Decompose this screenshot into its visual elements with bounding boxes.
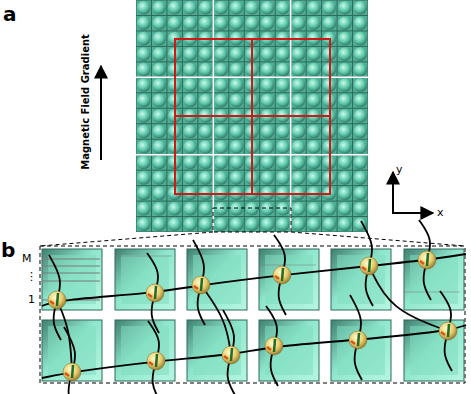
panel-letter: a xyxy=(3,4,17,24)
axis-label: Magnetic Field Gradient xyxy=(81,34,91,170)
zoomed-tiles xyxy=(42,249,464,381)
panel-letter: b xyxy=(1,240,15,260)
tile-array xyxy=(136,0,368,232)
coupling-wires xyxy=(42,220,466,394)
axis-label: 1 xyxy=(28,294,35,305)
axis-label: ⋮ xyxy=(26,271,37,282)
red-grid xyxy=(175,39,330,194)
atoms xyxy=(48,251,457,381)
axis-label: x xyxy=(437,207,444,218)
arrows xyxy=(101,66,433,213)
zoom-lines xyxy=(40,208,465,383)
axis-label: M xyxy=(22,253,32,264)
axis-label: y xyxy=(396,164,403,175)
